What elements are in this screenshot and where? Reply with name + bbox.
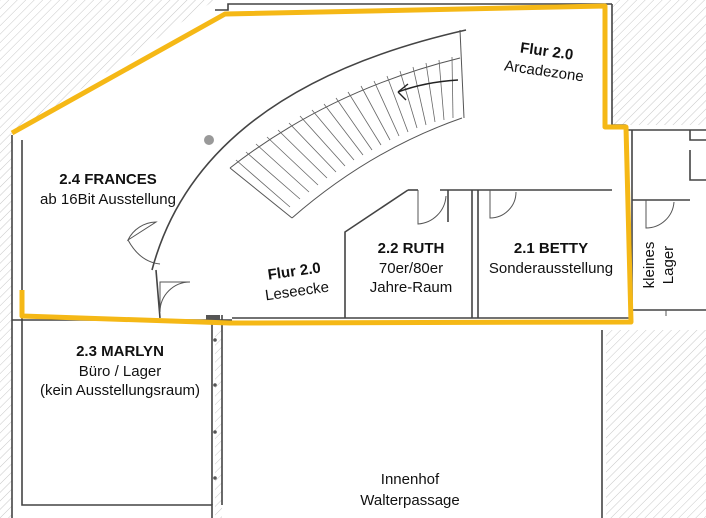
storage-kleines-lager[interactable]: kleines Lager — [641, 242, 677, 289]
corridor-leseecke[interactable]: Flur 2.0 Leseecke — [261, 259, 330, 305]
room-subtitle: Jahre-Raum — [370, 279, 453, 296]
room-frances[interactable]: 2.4 FRANCES ab 16Bit Ausstellung — [40, 171, 176, 208]
courtyard-label-line2: Walterpassage — [360, 492, 460, 509]
storage-label-line1: kleines — [641, 242, 658, 289]
storage-label-line2: Lager — [660, 246, 677, 284]
room-subtitle: Sonderausstellung — [489, 260, 613, 277]
room-subtitle: 70er/80er — [379, 260, 443, 277]
courtyard-innenhof: Innenhof Walterpassage — [360, 471, 460, 509]
staircase — [235, 56, 454, 208]
window-marks — [206, 315, 220, 480]
corridor-arcadezone[interactable]: Flur 2.0 Arcadezone — [503, 38, 587, 86]
room-name: 2.1 BETTY — [514, 240, 588, 257]
room-name: 2.4 FRANCES — [59, 171, 157, 188]
corridor-subtitle: Arcadezone — [503, 57, 585, 85]
exhibition-area-outline — [10, 3, 634, 326]
room-subtitle: Büro / Lager — [79, 363, 162, 380]
room-marlyn[interactable]: 2.3 MARLYN Büro / Lager (kein Ausstellun… — [40, 343, 200, 399]
doors — [126, 190, 675, 316]
room-name: 2.2 RUTH — [378, 240, 445, 257]
courtyard-label-line1: Innenhof — [381, 471, 440, 488]
stair-direction-arrow-icon — [397, 79, 459, 101]
column-icon — [204, 135, 214, 145]
room-name: 2.3 MARLYN — [76, 343, 164, 360]
room-subtitle: ab 16Bit Ausstellung — [40, 191, 176, 208]
room-betty[interactable]: 2.1 BETTY Sonderausstellung — [489, 240, 613, 277]
room-subtitle: (kein Ausstellungsraum) — [40, 382, 200, 399]
room-ruth[interactable]: 2.2 RUTH 70er/80er Jahre-Raum — [370, 240, 453, 296]
walls — [11, 3, 706, 518]
